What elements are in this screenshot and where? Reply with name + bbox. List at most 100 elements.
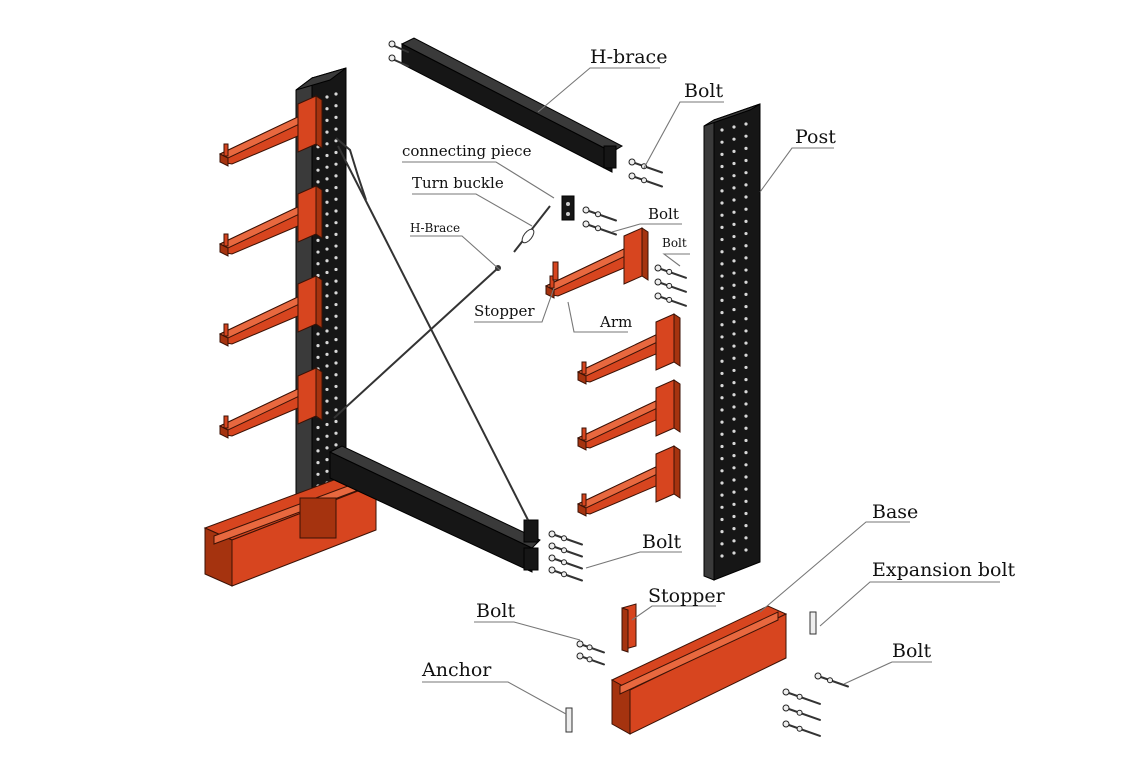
- post-hole: [325, 305, 329, 310]
- post-hole: [334, 361, 338, 365]
- post-hole: [325, 188, 329, 193]
- post-hole: [744, 195, 748, 199]
- post-hole: [732, 295, 736, 299]
- exploded-arms: [544, 227, 681, 517]
- post-hole: [720, 505, 724, 509]
- bolt-set-right-lower: [785, 691, 821, 705]
- post-hole: [334, 92, 338, 96]
- post-hole: [720, 250, 724, 254]
- label-bolt-right: Bolt: [892, 640, 931, 662]
- post-hole: [720, 517, 724, 522]
- post-hole: [325, 259, 329, 263]
- post-hole: [720, 530, 724, 534]
- post-hole: [334, 443, 338, 447]
- bolt-set-right-lower: [785, 723, 821, 737]
- post-hole: [325, 387, 329, 392]
- post-hole: [744, 353, 748, 357]
- post-hole: [325, 317, 329, 321]
- post-hole: [720, 262, 724, 266]
- post-hole: [732, 441, 736, 446]
- post-hole: [720, 408, 724, 412]
- arm-exploded: [576, 445, 681, 517]
- leader-lines: [402, 67, 1000, 715]
- post-hole: [744, 146, 748, 150]
- post-hole: [334, 150, 338, 155]
- post-hole: [334, 256, 338, 260]
- bolt-sets: [548, 158, 849, 737]
- post-hole: [325, 411, 329, 415]
- post-hole: [316, 472, 320, 476]
- post-hole: [325, 153, 329, 158]
- bolt-set-lower: [561, 547, 567, 554]
- label-h-brace-top: H-brace: [590, 46, 667, 68]
- post-hole: [720, 420, 724, 424]
- post-hole: [334, 185, 338, 190]
- post-hole: [720, 152, 724, 156]
- bolt-set-mid: [585, 223, 617, 236]
- post-hole: [325, 352, 329, 356]
- post-hole: [334, 232, 338, 236]
- bolt-set-lower: [551, 545, 583, 558]
- post-hole: [732, 551, 736, 555]
- post-hole: [732, 283, 736, 287]
- bolt-set-mid: [585, 209, 617, 222]
- post-hole: [732, 320, 736, 324]
- post-hole: [325, 118, 329, 122]
- post-hole: [334, 396, 338, 400]
- label-bolt-lower: Bolt: [642, 531, 681, 553]
- post-hole: [744, 426, 748, 430]
- bolt-set-lower: [548, 566, 556, 574]
- bolt-set-base: [586, 644, 593, 651]
- post-hole: [316, 449, 320, 453]
- bolt-set-right-lower: [796, 709, 803, 716]
- post-hole: [744, 463, 748, 467]
- bolt-set-arm: [666, 296, 673, 303]
- post-hole: [720, 140, 724, 144]
- post-hole: [325, 95, 329, 99]
- connecting-piece-part: [561, 195, 575, 221]
- label-arm: Arm: [599, 313, 632, 331]
- bolt-set-arm: [654, 278, 662, 286]
- post-hole: [720, 444, 724, 449]
- bolt-set-base: [576, 652, 584, 660]
- arm-exploded: [576, 313, 681, 385]
- bolt-set-lower: [561, 559, 567, 566]
- post-hole: [325, 235, 329, 239]
- post-hole: [732, 429, 736, 433]
- post-hole: [316, 437, 320, 441]
- post-hole: [732, 490, 736, 494]
- post-hole: [325, 142, 329, 146]
- post-hole: [334, 408, 338, 412]
- post-hole: [732, 478, 736, 482]
- bolt-set-right-lower: [782, 688, 790, 696]
- assembled-base: [203, 473, 378, 587]
- post-hole: [720, 201, 724, 205]
- post-hole: [325, 130, 329, 134]
- post-hole: [744, 292, 748, 296]
- post-hole: [744, 134, 748, 138]
- post-hole: [316, 425, 320, 430]
- post-hole: [334, 419, 338, 424]
- post-hole: [720, 396, 724, 400]
- bolt-set-lower: [551, 569, 583, 582]
- post-hole: [720, 335, 724, 339]
- post-hole: [720, 469, 724, 473]
- post-hole: [334, 279, 338, 283]
- bolt-set-lower: [561, 571, 567, 578]
- post-hole: [720, 347, 724, 351]
- post-hole: [334, 115, 338, 119]
- bolt-set-right-lower: [782, 720, 790, 728]
- post-hole: [316, 262, 320, 266]
- label-stopper-base: Stopper: [648, 585, 726, 607]
- post-hole: [732, 137, 736, 141]
- post-hole: [744, 524, 748, 528]
- bolt-set-mid: [595, 211, 601, 218]
- post-hole: [744, 280, 748, 284]
- post-hole: [316, 344, 320, 348]
- post-hole: [744, 341, 748, 345]
- label-bolt-mid: Bolt: [648, 205, 679, 223]
- post-hole: [334, 197, 338, 201]
- post-hole: [744, 256, 748, 260]
- bolt-set-right-lower: [796, 693, 803, 700]
- post-hole: [334, 338, 338, 342]
